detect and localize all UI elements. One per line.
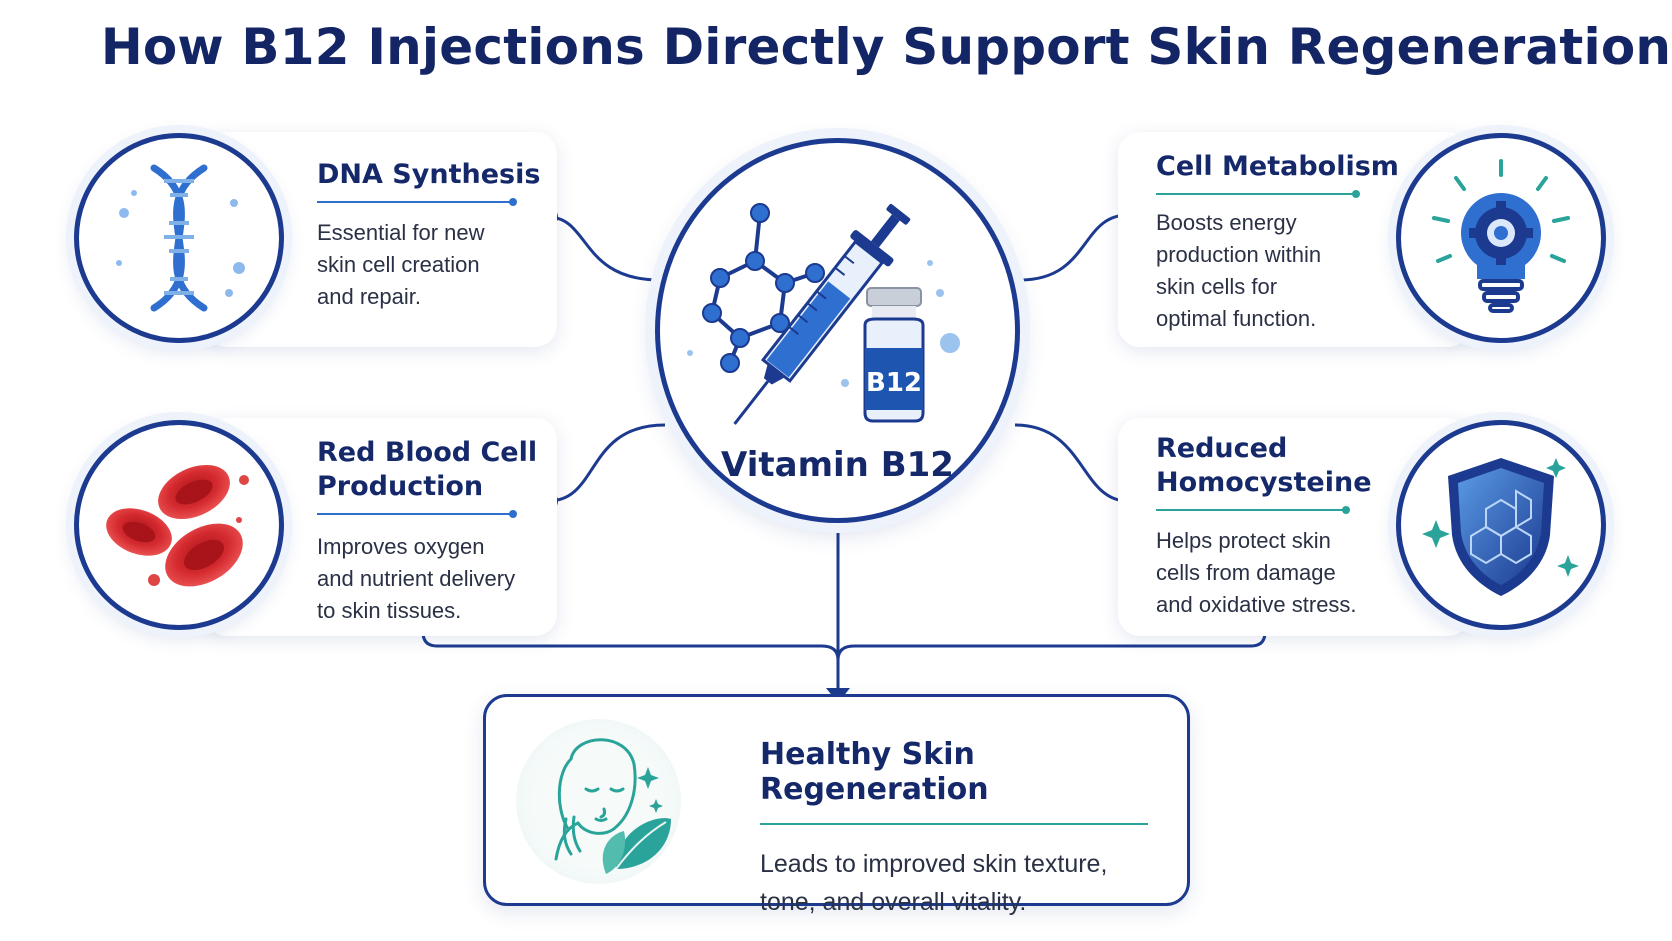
center-circle: B12 Vitamin B12 xyxy=(655,138,1020,523)
card-rule xyxy=(1156,506,1350,514)
face-circle xyxy=(516,719,681,884)
shield-circle xyxy=(1396,420,1606,630)
card-cell-metabolism: Cell Metabolism Boosts energy production… xyxy=(1118,132,1470,347)
outcome-text: Leads to improved skin texture, tone, an… xyxy=(760,850,1108,916)
card-rule xyxy=(317,198,517,206)
lightbulb-gear-icon xyxy=(1432,159,1570,313)
card-text: Boosts energy production within skin cel… xyxy=(1156,210,1322,331)
outcome-title: Healthy Skin Regeneration xyxy=(760,737,989,807)
card-title: Cell Metabolism xyxy=(1156,151,1399,182)
card-dna-synthesis: DNA Synthesis Essential for new skin cel… xyxy=(205,132,557,347)
card-rule xyxy=(317,510,517,518)
syringe-vial-molecule-icon: B12 xyxy=(687,203,960,425)
card-healthy-skin-regeneration: Healthy Skin Regeneration Leads to impro… xyxy=(483,694,1190,916)
vial-label: B12 xyxy=(866,368,922,398)
connector-dna xyxy=(547,215,661,282)
metabolism-circle xyxy=(1396,133,1606,343)
dna-circle xyxy=(74,133,284,343)
connector-metabolism xyxy=(1019,213,1129,282)
connector-homocysteine xyxy=(1014,423,1129,503)
page-title: How B12 Injections Directly Support Skin… xyxy=(100,18,1672,76)
card-text: Improves oxygen and nutrient delivery to… xyxy=(317,534,516,623)
card-title: DNA Synthesis xyxy=(317,159,541,190)
outcome-content: Healthy Skin Regeneration Leads to impro… xyxy=(760,737,1170,921)
card-title: Red Blood Cell Production xyxy=(317,437,538,502)
shield-icon xyxy=(1422,458,1579,596)
card-rule xyxy=(1156,190,1360,198)
card-text: Essential for new skin cell creation and… xyxy=(317,220,485,309)
connector-rbc xyxy=(547,423,666,503)
face-leaf-icon xyxy=(554,738,671,874)
center-label: Vitamin B12 xyxy=(721,445,954,485)
card-text: Helps protect skin cells from damage and… xyxy=(1156,528,1357,617)
card-title: Reduced Homocysteine xyxy=(1156,433,1372,498)
rbc-circle xyxy=(74,420,284,630)
connector-bottom-bracket xyxy=(421,631,1267,661)
outcome-rule xyxy=(760,823,1148,825)
dna-helix-icon xyxy=(116,164,245,312)
red-blood-cells-icon xyxy=(106,464,249,587)
